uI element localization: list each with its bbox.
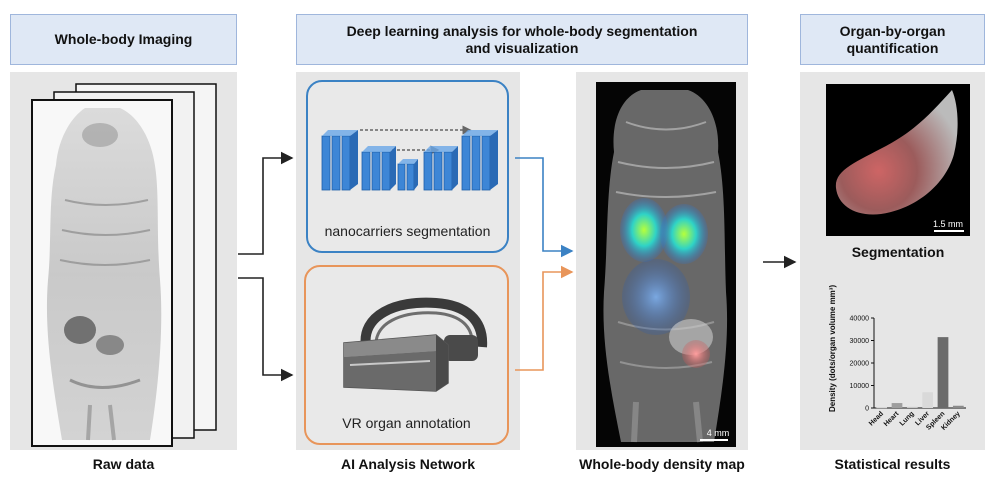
chart-ytick-label: 0 <box>865 406 869 413</box>
chart-bar-liver <box>922 392 934 408</box>
chart-bars <box>876 337 964 409</box>
caption-density-map: Whole-body density map <box>579 456 745 472</box>
header-analysis-line1: Deep learning analysis for whole-body se… <box>346 22 698 39</box>
header-organ-quantification: Organ-by-organ quantification <box>800 14 985 65</box>
density-map-image <box>596 82 736 447</box>
caption-raw-data: Raw data <box>92 456 155 472</box>
segmentation-image <box>826 84 970 236</box>
density-scalebar-label: 4 mm <box>706 428 730 438</box>
segmentation-label: Segmentation <box>851 244 945 260</box>
chart-ytick-label: 30000 <box>850 338 870 345</box>
header-imaging-text: Whole-body Imaging <box>54 31 193 47</box>
caption-ai-network: AI Analysis Network <box>340 456 476 472</box>
header-analysis-line2: and visualization <box>465 39 579 56</box>
chart-axes <box>873 318 966 409</box>
arrow-raw-to-nano <box>238 151 294 255</box>
caption-statistical-results: Statistical results <box>834 456 951 472</box>
vr-headset-icon <box>343 297 488 392</box>
segmentation-scalebar-label: 1.5 mm <box>932 219 963 229</box>
vr-box-label: VR organ annotation <box>342 415 471 431</box>
chart-ylabel: Density (dots/organ volume mm³) <box>828 285 837 412</box>
arrow-raw-to-vr <box>238 277 294 382</box>
header-quant-line1: Organ-by-organ <box>839 22 946 39</box>
header-deep-learning: Deep learning analysis for whole-body se… <box>296 14 748 65</box>
raw-body-scan <box>46 108 162 441</box>
arrow-nano-to-density <box>515 157 574 258</box>
chart-bar-head <box>876 407 888 409</box>
nanocarriers-box: nanocarriers segmentation <box>306 80 509 253</box>
header-quant-line2: quantification <box>846 39 939 56</box>
density-bar-chart: 0 10000 20000 30000 40000 HeadHeartLungLiver… <box>828 285 966 432</box>
chart-bar-spleen <box>937 337 949 408</box>
chart-category-label: Heart <box>883 410 901 428</box>
chart-bar-kidney <box>952 405 964 408</box>
chart-category-label: Lung <box>899 410 916 427</box>
chart-ytick-label: 40000 <box>850 316 870 323</box>
arrow-vr-to-density <box>515 265 574 371</box>
chart-bar-heart <box>891 403 903 408</box>
chart-ytick-label: 10000 <box>850 383 870 390</box>
vr-box: VR organ annotation <box>304 265 509 445</box>
chart-ticks: 0 10000 20000 30000 40000 <box>850 316 874 413</box>
header-whole-body-imaging: Whole-body Imaging <box>10 14 237 65</box>
unet-icon <box>321 125 498 191</box>
nano-box-label: nanocarriers segmentation <box>324 223 491 239</box>
chart-category-label: Head <box>868 410 885 427</box>
chart-ytick-label: 20000 <box>850 361 870 368</box>
chart-bar-lung <box>906 406 918 408</box>
